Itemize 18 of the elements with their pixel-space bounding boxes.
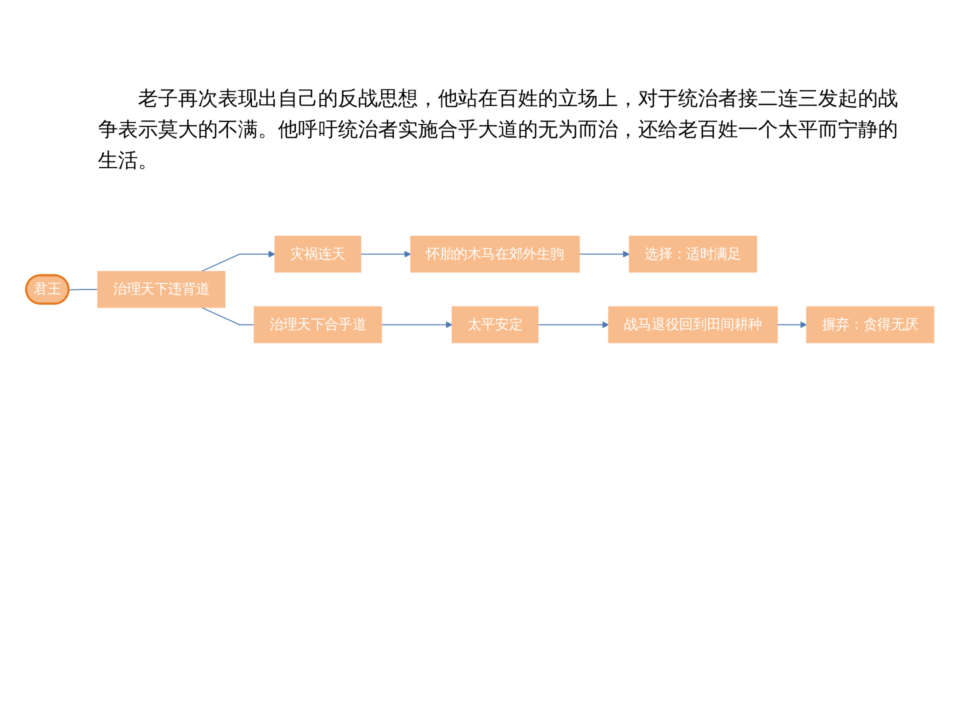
oval-node: 君王 bbox=[25, 274, 70, 305]
process-box: 治理天下违背道 bbox=[97, 271, 226, 308]
process-box: 灾祸连天 bbox=[274, 236, 362, 273]
arrow bbox=[776, 321, 807, 328]
arrow bbox=[578, 250, 630, 258]
process-box: 摒弃：贪得无厌 bbox=[806, 306, 934, 344]
connector-line bbox=[200, 306, 255, 326]
process-box: 选择：适时满足 bbox=[628, 236, 758, 273]
process-box: 太平安定 bbox=[452, 306, 538, 344]
process-box: 怀胎的木马在郊外生驹 bbox=[410, 236, 580, 273]
arrow bbox=[381, 321, 452, 328]
arrow bbox=[360, 250, 411, 258]
arrow bbox=[538, 321, 609, 328]
process-box: 战马退役回到田间耕种 bbox=[608, 306, 778, 344]
connector-line bbox=[68, 288, 98, 290]
arrow bbox=[200, 250, 276, 272]
process-box: 治理天下合乎道 bbox=[254, 306, 382, 344]
paragraph: 老子再次表现出自己的反战思想，他站在百姓的立场上，对于统治者接二连三发起的战争表示莫大的不满。他呼吁统治者实施合乎大道的无为而治，还给老百姓一个太平而宁静的生活。 bbox=[98, 87, 899, 174]
